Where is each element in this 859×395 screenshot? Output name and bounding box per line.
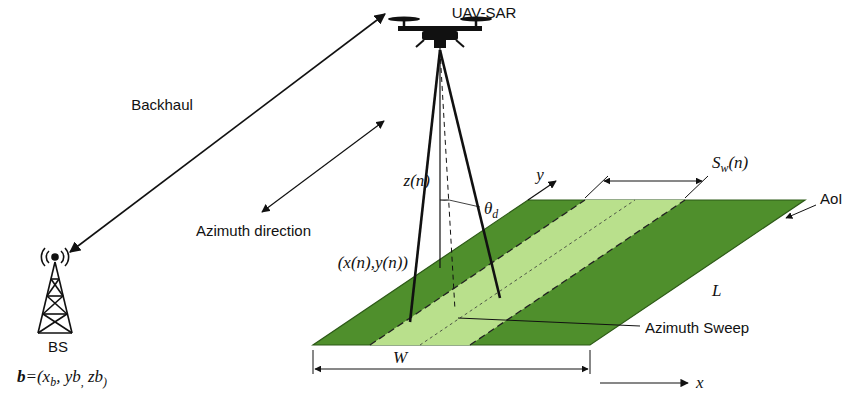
axis-label: y xyxy=(536,166,544,183)
text-run: L xyxy=(712,281,721,300)
text-run: =(x xyxy=(25,367,50,386)
text-run: W xyxy=(393,348,407,367)
text-run: zb xyxy=(84,367,103,386)
backhaul-link xyxy=(70,14,385,252)
text-run: x xyxy=(696,373,704,392)
text-run: (n) xyxy=(728,153,748,172)
text-run: BS xyxy=(48,338,68,355)
dimension-label: Sw(n) xyxy=(712,154,748,174)
text-run: Azimuth direction xyxy=(196,222,311,239)
link-label: Backhaul xyxy=(131,97,193,112)
text-run: , yb xyxy=(56,367,81,386)
altitude-label: z(n) xyxy=(404,172,430,189)
text-run: y xyxy=(536,165,544,184)
leader-line xyxy=(458,318,640,326)
text-run: θ xyxy=(484,199,492,218)
region-label: AoI xyxy=(820,191,843,206)
dimension-tick xyxy=(585,176,608,198)
station-label: BS xyxy=(48,339,68,354)
text-run: AoI xyxy=(820,190,843,207)
text-run: (x(n),y(n)) xyxy=(338,253,408,272)
angle-arc xyxy=(440,199,449,200)
dimension-tick xyxy=(313,350,314,374)
aoi-region xyxy=(313,200,805,345)
radar-beam xyxy=(440,50,500,298)
swath-dimension xyxy=(604,181,702,182)
text-run: z(n) xyxy=(404,171,430,190)
altitude-line xyxy=(439,46,440,268)
dimension-label: L xyxy=(712,282,721,299)
swath-centre xyxy=(420,200,635,345)
beam-centre xyxy=(440,50,455,310)
callout-label: Azimuth Sweep xyxy=(645,320,749,335)
text-run: Azimuth Sweep xyxy=(645,319,749,336)
dimension-tick xyxy=(590,350,591,374)
text-run: d xyxy=(492,206,498,220)
dimension-tick xyxy=(685,176,708,198)
dimension-label: W xyxy=(393,349,407,366)
y-axis xyxy=(528,181,556,200)
direction-label: Azimuth direction xyxy=(196,223,311,238)
leader-line xyxy=(449,200,480,207)
position-label: (x(n),y(n)) xyxy=(338,254,408,271)
text-run: b xyxy=(17,367,26,386)
text-run: b xyxy=(50,374,56,388)
coordinate-label: b=(xb, yb, zb) xyxy=(17,368,107,388)
width-dimension xyxy=(315,369,588,370)
leader-line xyxy=(786,205,816,218)
azimuth-arrow xyxy=(262,121,384,212)
platform-label: UAV-SAR xyxy=(452,5,517,20)
text-run: Backhaul xyxy=(131,96,193,113)
text-run: , xyxy=(81,374,84,388)
axis-label: x xyxy=(696,374,704,391)
swath-edge xyxy=(370,200,585,345)
text-run: S xyxy=(712,153,721,172)
angle-label: θd xyxy=(484,200,498,220)
text-run: ) xyxy=(103,374,107,388)
bs-tower xyxy=(38,248,72,333)
x-axis xyxy=(600,382,688,383)
uav-drone xyxy=(388,17,492,49)
azimuth-swath xyxy=(370,200,685,345)
text-run: w xyxy=(721,160,729,174)
text-run: UAV-SAR xyxy=(452,4,517,21)
